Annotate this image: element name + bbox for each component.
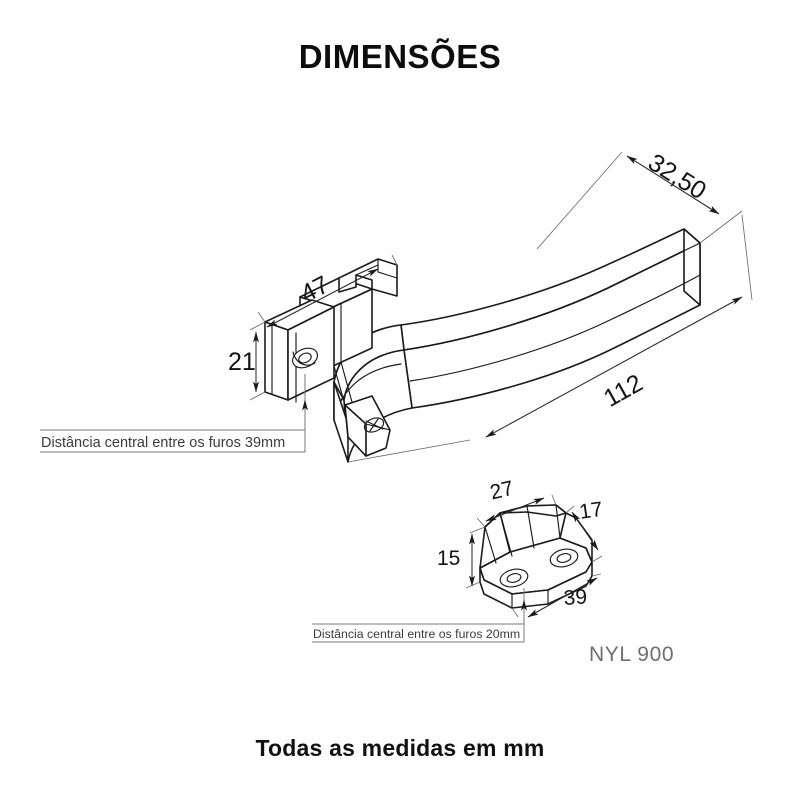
dimension-plate-width <box>257 254 398 328</box>
dimension-label-bracket-top-width: 27 <box>487 476 516 505</box>
model-code-label: NYL 900 <box>589 643 675 666</box>
dimension-label-bracket-height: 15 <box>437 547 461 570</box>
dimension-bracket-top-width <box>476 494 557 528</box>
dimension-bracket-height <box>465 526 486 589</box>
page-title: DIMENSÕES <box>298 38 502 75</box>
dimension-label-plate-height: 21 <box>228 348 256 376</box>
dimension-label-bracket-length: 39 <box>562 585 588 610</box>
handle-geometry <box>264 228 701 463</box>
callout-leader-bracket-holes <box>312 588 527 643</box>
dimension-bracket-length <box>511 573 602 618</box>
dimension-handle-length <box>347 214 753 463</box>
units-footnote: Todas as medidas em mm <box>255 735 545 761</box>
bracket-geometry <box>479 504 593 609</box>
dimension-plate-height <box>249 321 266 401</box>
callout-leader-handle-holes <box>40 374 308 453</box>
dimension-bracket-depth <box>565 505 603 563</box>
dimension-handle-depth <box>536 151 743 250</box>
dimension-label-bracket-depth: 17 <box>577 497 605 524</box>
callout-bracket-hole-distance: Distância central entre os furos 20mm <box>313 627 521 641</box>
callout-handle-hole-distance: Distância central entre os furos 39mm <box>41 435 286 451</box>
